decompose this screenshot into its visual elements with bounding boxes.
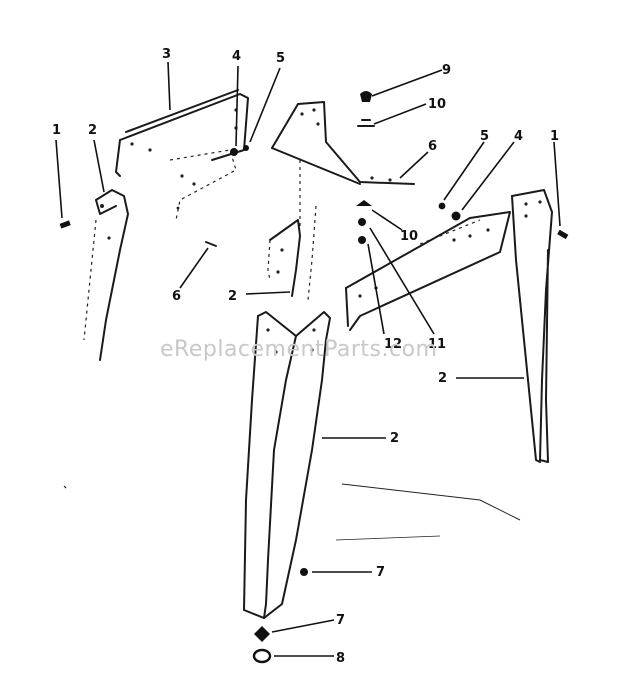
watermark: eReplacementParts.com — [160, 337, 437, 362]
nut-left-top — [230, 148, 238, 156]
callout-4-right: 4 — [514, 129, 523, 144]
callout-3: 3 — [162, 47, 171, 62]
callout-2-center: 2 — [228, 289, 237, 304]
left-leg — [83, 189, 129, 361]
foot-nut-lower — [254, 626, 270, 642]
callout-10-top: 10 — [428, 97, 446, 112]
washer-left-top — [243, 145, 249, 151]
floor-line-1 — [341, 483, 521, 521]
leader-lines — [55, 61, 561, 657]
callout-12: 12 — [384, 337, 402, 352]
callout-9: 9 — [442, 63, 451, 78]
callout-5-right: 5 — [480, 129, 489, 144]
callout-8: 8 — [336, 651, 345, 666]
callout-7-upper: 7 — [376, 565, 385, 580]
left-rail — [169, 149, 237, 247]
right-leg — [511, 189, 553, 463]
floor-line-2 — [335, 535, 441, 541]
center-hardware-stack — [356, 91, 461, 244]
callout-10-mid: 10 — [400, 229, 418, 244]
callout-labels: 1 2 3 4 5 9 10 6 5 4 1 10 6 2 12 11 2 2 … — [52, 47, 559, 666]
top-corner-bracket — [271, 101, 415, 230]
foot-nut-upper — [300, 568, 308, 576]
callout-1-left: 1 — [52, 123, 61, 138]
center-upper-leg — [267, 205, 317, 301]
left-apron — [115, 89, 249, 177]
callout-2-right: 2 — [438, 371, 447, 386]
callout-4-left: 4 — [232, 49, 241, 64]
right-apron — [345, 211, 511, 331]
foot-glide — [252, 648, 272, 664]
callout-1-right: 1 — [550, 129, 559, 144]
callout-5-left: 5 — [276, 51, 285, 66]
front-leg — [243, 311, 331, 619]
left-bolt — [59, 220, 71, 229]
callout-2-left: 2 — [88, 123, 97, 138]
callout-11: 11 — [428, 337, 446, 352]
right-bolt — [557, 229, 569, 240]
callout-6-right: 6 — [428, 139, 437, 154]
callout-2-front: 2 — [390, 431, 399, 446]
callout-6-left: 6 — [172, 289, 181, 304]
callout-7-lower: 7 — [336, 613, 345, 628]
speck — [63, 485, 69, 491]
